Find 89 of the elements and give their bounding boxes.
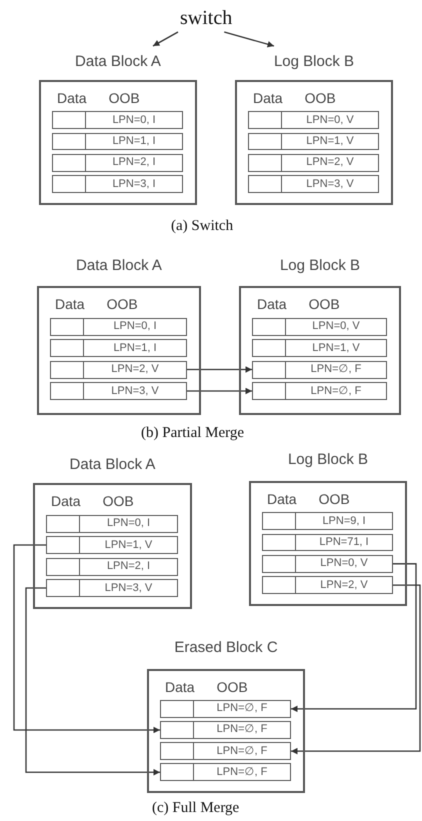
oob-entry: LPN=71, I	[318, 536, 370, 549]
arrow	[25, 587, 160, 776]
page-row	[52, 175, 183, 194]
page-row	[46, 514, 178, 532]
page-row	[52, 132, 183, 150]
arrow	[224, 31, 274, 48]
column-header: Data	[253, 90, 283, 106]
oob-entry: LPN=3, V	[110, 384, 160, 398]
page-row	[160, 742, 291, 760]
column-header: OOB	[318, 490, 350, 507]
oob-entry: LPN=∅, F	[310, 363, 362, 376]
block-heading: Data Block A	[75, 52, 161, 72]
page-row	[50, 339, 187, 357]
block-heading: Log Block B	[288, 450, 368, 470]
oob-entry: LPN=1, V	[104, 538, 154, 552]
page-row	[262, 554, 393, 573]
oob-entry: LPN=∅, F	[216, 744, 268, 758]
arrow	[291, 563, 417, 712]
page-row	[52, 111, 183, 130]
oob-entry: LPN=1, V	[311, 342, 361, 354]
page-row	[50, 318, 187, 336]
page-row	[46, 558, 178, 576]
page-row	[46, 536, 178, 554]
column-header: OOB	[102, 493, 134, 509]
page-row	[252, 382, 387, 400]
oob-entry: LPN=2, V	[110, 363, 160, 376]
page-row	[248, 175, 379, 194]
oob-entry: LPN=∅, F	[216, 723, 268, 736]
oob-entry: LPN=2, V	[319, 578, 369, 592]
oob-entry: LPN=3, V	[104, 582, 154, 594]
page-row	[252, 360, 387, 378]
page-row	[160, 700, 291, 718]
column-header: Data	[267, 490, 297, 507]
page-row	[262, 576, 393, 594]
column-header: OOB	[106, 296, 138, 312]
oob-entry: LPN=2, I	[106, 560, 152, 573]
figure-caption: (b) Partial Merge	[141, 425, 244, 442]
page-row	[252, 318, 387, 336]
arrow	[291, 584, 421, 754]
oob-entry: LPN=0, V	[319, 557, 369, 570]
block-heading: Log Block B	[280, 256, 360, 276]
page-row	[160, 763, 291, 782]
page-row	[50, 382, 187, 400]
oob-entry: LPN=∅, F	[216, 702, 268, 716]
page-row	[262, 534, 393, 552]
oob-entry: LPN=0, I	[106, 517, 152, 530]
arrow	[13, 544, 160, 734]
operation-label: switch	[180, 7, 232, 29]
block-heading: Erased Block C	[174, 638, 278, 658]
oob-entry: LPN=3, V	[305, 178, 355, 191]
page-row	[262, 512, 393, 530]
arrow	[187, 388, 252, 394]
figure-caption: (a) Switch	[171, 218, 234, 235]
block-heading: Log Block B	[274, 52, 354, 72]
oob-entry: LPN=0, V	[311, 320, 361, 333]
column-header: Data	[165, 678, 195, 695]
oob-entry: LPN=∅, F	[216, 766, 268, 779]
block-heading: Data Block A	[70, 455, 156, 475]
oob-entry: LPN=0, I	[112, 320, 158, 333]
page-row	[252, 339, 387, 357]
oob-entry: LPN=2, I	[111, 156, 157, 170]
column-header: Data	[51, 493, 81, 509]
arrow	[187, 366, 252, 373]
oob-entry: LPN=9, I	[321, 514, 367, 528]
column-header: OOB	[216, 678, 248, 695]
oob-entry: LPN=0, V	[305, 114, 355, 127]
oob-entry: LPN=0, I	[111, 114, 157, 127]
page-row	[248, 111, 379, 130]
oob-entry: LPN=∅, F	[310, 384, 362, 398]
page-row	[52, 154, 183, 172]
page-row	[46, 579, 178, 597]
figure-caption: (c) Full Merge	[152, 800, 240, 817]
column-header: OOB	[308, 296, 340, 312]
page-row	[248, 132, 379, 150]
block-heading: Data Block A	[76, 256, 162, 276]
page-row	[50, 360, 187, 378]
column-header: OOB	[108, 90, 140, 106]
column-header: Data	[55, 296, 85, 312]
arrow	[152, 31, 178, 47]
oob-entry: LPN=2, V	[305, 156, 355, 170]
oob-entry: LPN=1, V	[305, 134, 355, 148]
oob-entry: LPN=1, I	[111, 134, 157, 148]
column-header: OOB	[304, 90, 336, 106]
oob-entry: LPN=1, I	[112, 342, 158, 354]
page-row	[160, 721, 291, 739]
page-row	[248, 154, 379, 172]
column-header: Data	[57, 90, 87, 106]
oob-entry: LPN=3, I	[111, 178, 157, 191]
column-header: Data	[257, 296, 287, 312]
